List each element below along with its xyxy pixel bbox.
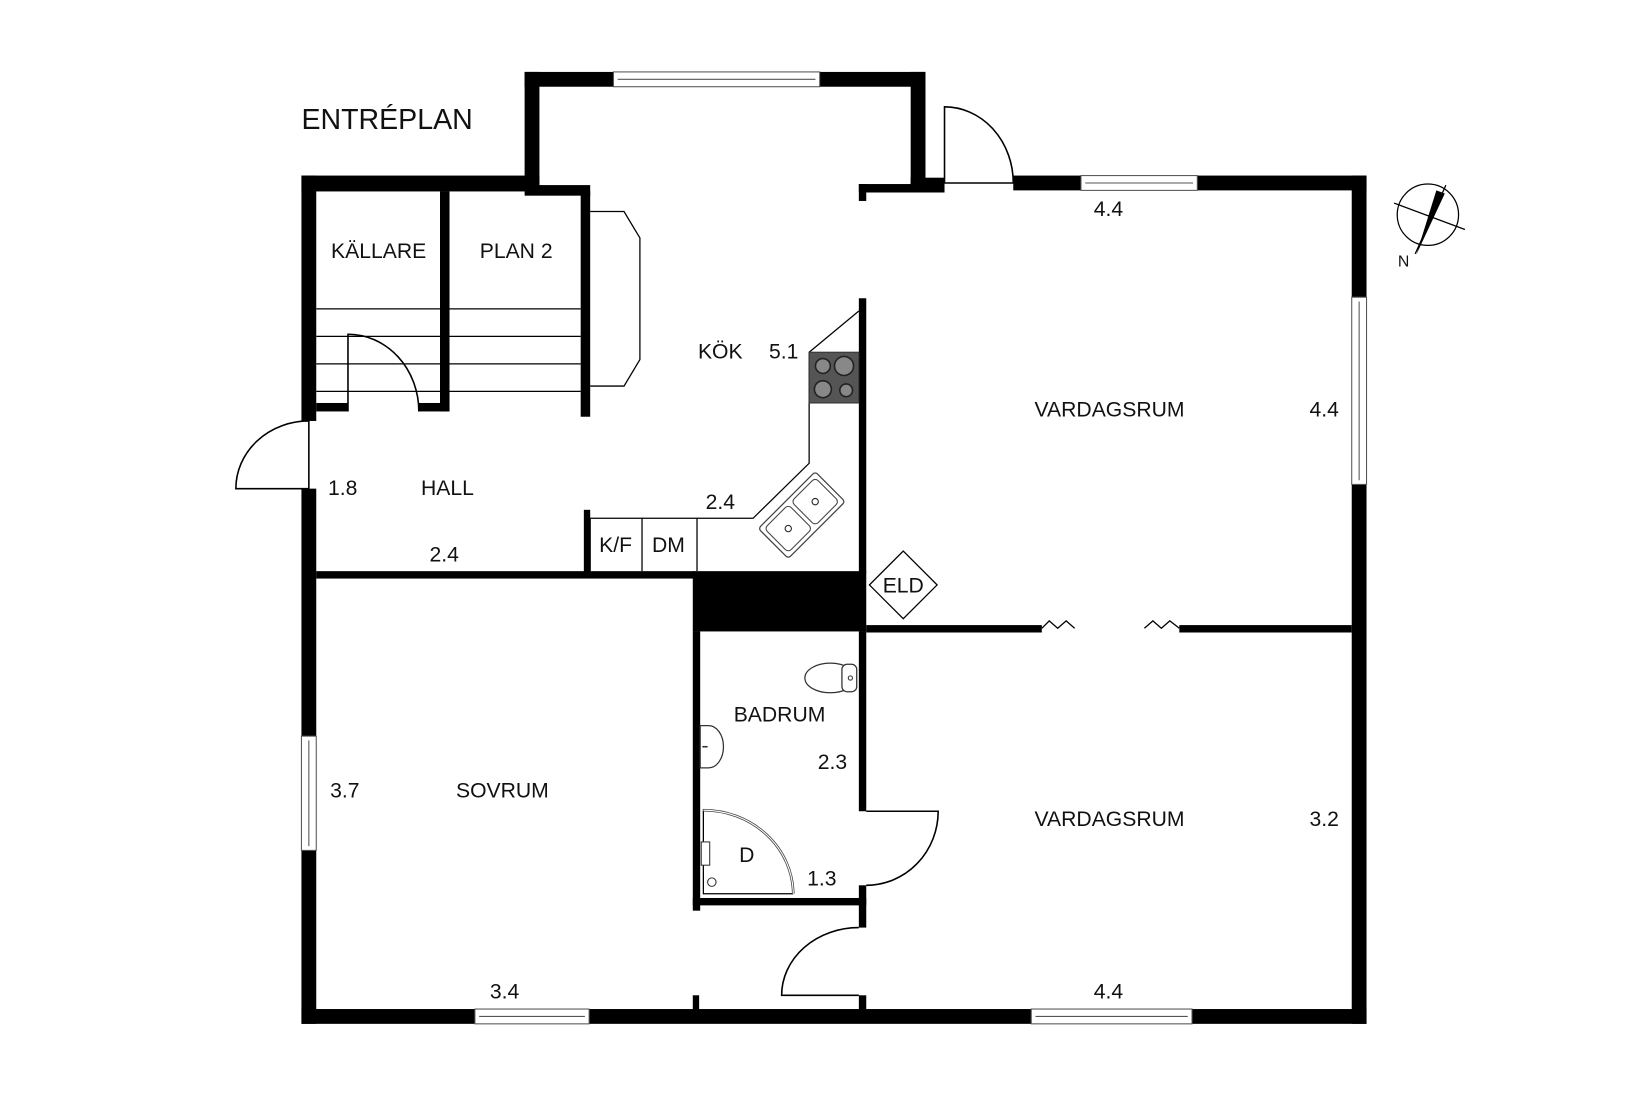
label-fridge-freezer: K/F <box>599 534 632 557</box>
washbasin-icon <box>699 724 725 769</box>
dim-sovrum-left: 3.7 <box>330 780 359 803</box>
label-badrum: BADRUM <box>734 703 826 726</box>
windows <box>300 71 1368 1025</box>
window-left-sovrum <box>300 735 317 851</box>
window-right <box>1351 296 1368 485</box>
door-stairs <box>347 333 420 412</box>
label-kok: KÖK <box>698 340 743 364</box>
dim-kok-a: 5.1 <box>769 341 798 364</box>
walls <box>301 71 1367 1024</box>
kitchen-counter <box>589 310 860 572</box>
dim-badrum-b: 1.3 <box>807 867 836 890</box>
window-bottom-vardagsrum <box>1030 1008 1193 1025</box>
shower-icon: D <box>700 808 795 895</box>
dim-sovrum-bottom: 3.4 <box>490 980 520 1003</box>
dim-badrum-a: 2.3 <box>818 751 847 774</box>
window-top-right <box>1080 175 1198 191</box>
window-kitchen-top <box>612 71 821 88</box>
label-kallare: KÄLLARE <box>331 239 426 263</box>
doors <box>235 106 1015 997</box>
sink-icon <box>759 472 845 558</box>
stairs <box>316 210 641 392</box>
bathroom-fixtures: D <box>699 662 858 895</box>
label-hall: HALL <box>421 477 474 500</box>
dim-vardagsrum-upper-right: 4.4 <box>1310 399 1340 422</box>
label-vardagsrum-lower: VARDAGSRUM <box>1035 808 1185 831</box>
label-vardagsrum-upper: VARDAGSRUM <box>1035 399 1185 422</box>
plan-title: ENTRÉPLAN <box>301 104 472 136</box>
dim-hall-a: 1.8 <box>328 477 357 500</box>
dim-vardagsrum-lower-right: 3.2 <box>1310 808 1339 831</box>
svg-text:ELD: ELD <box>883 574 924 597</box>
toilet-icon <box>804 662 858 694</box>
compass-icon: N <box>1393 183 1466 271</box>
door-lower-hall <box>780 926 859 997</box>
door-hall-exterior <box>235 420 310 490</box>
dim-hall-b: 2.4 <box>430 544 460 567</box>
door-top-entrance <box>943 106 1015 184</box>
dim-vardagsrum-lower-bottom: 4.4 <box>1094 980 1124 1003</box>
stove-icon <box>808 351 860 404</box>
label-plan2: PLAN 2 <box>480 240 553 263</box>
label-sovrum: SOVRUM <box>456 780 549 803</box>
fireplace-icon: ELD <box>868 550 939 620</box>
sliding-opening <box>1041 619 1180 630</box>
label-dishwasher: DM <box>652 534 685 557</box>
door-badrum <box>866 810 939 887</box>
dim-vardagsrum-upper-top: 4.4 <box>1094 198 1124 221</box>
room-labels: KÄLLARE PLAN 2 KÖK 5.1 2.4 HALL 1.8 2.4 … <box>328 198 1339 1004</box>
window-bottom-sovrum <box>474 1008 590 1025</box>
compass-north-label: N <box>1398 254 1409 271</box>
dim-kok-b: 2.4 <box>706 491 736 514</box>
svg-text:D: D <box>739 844 754 867</box>
